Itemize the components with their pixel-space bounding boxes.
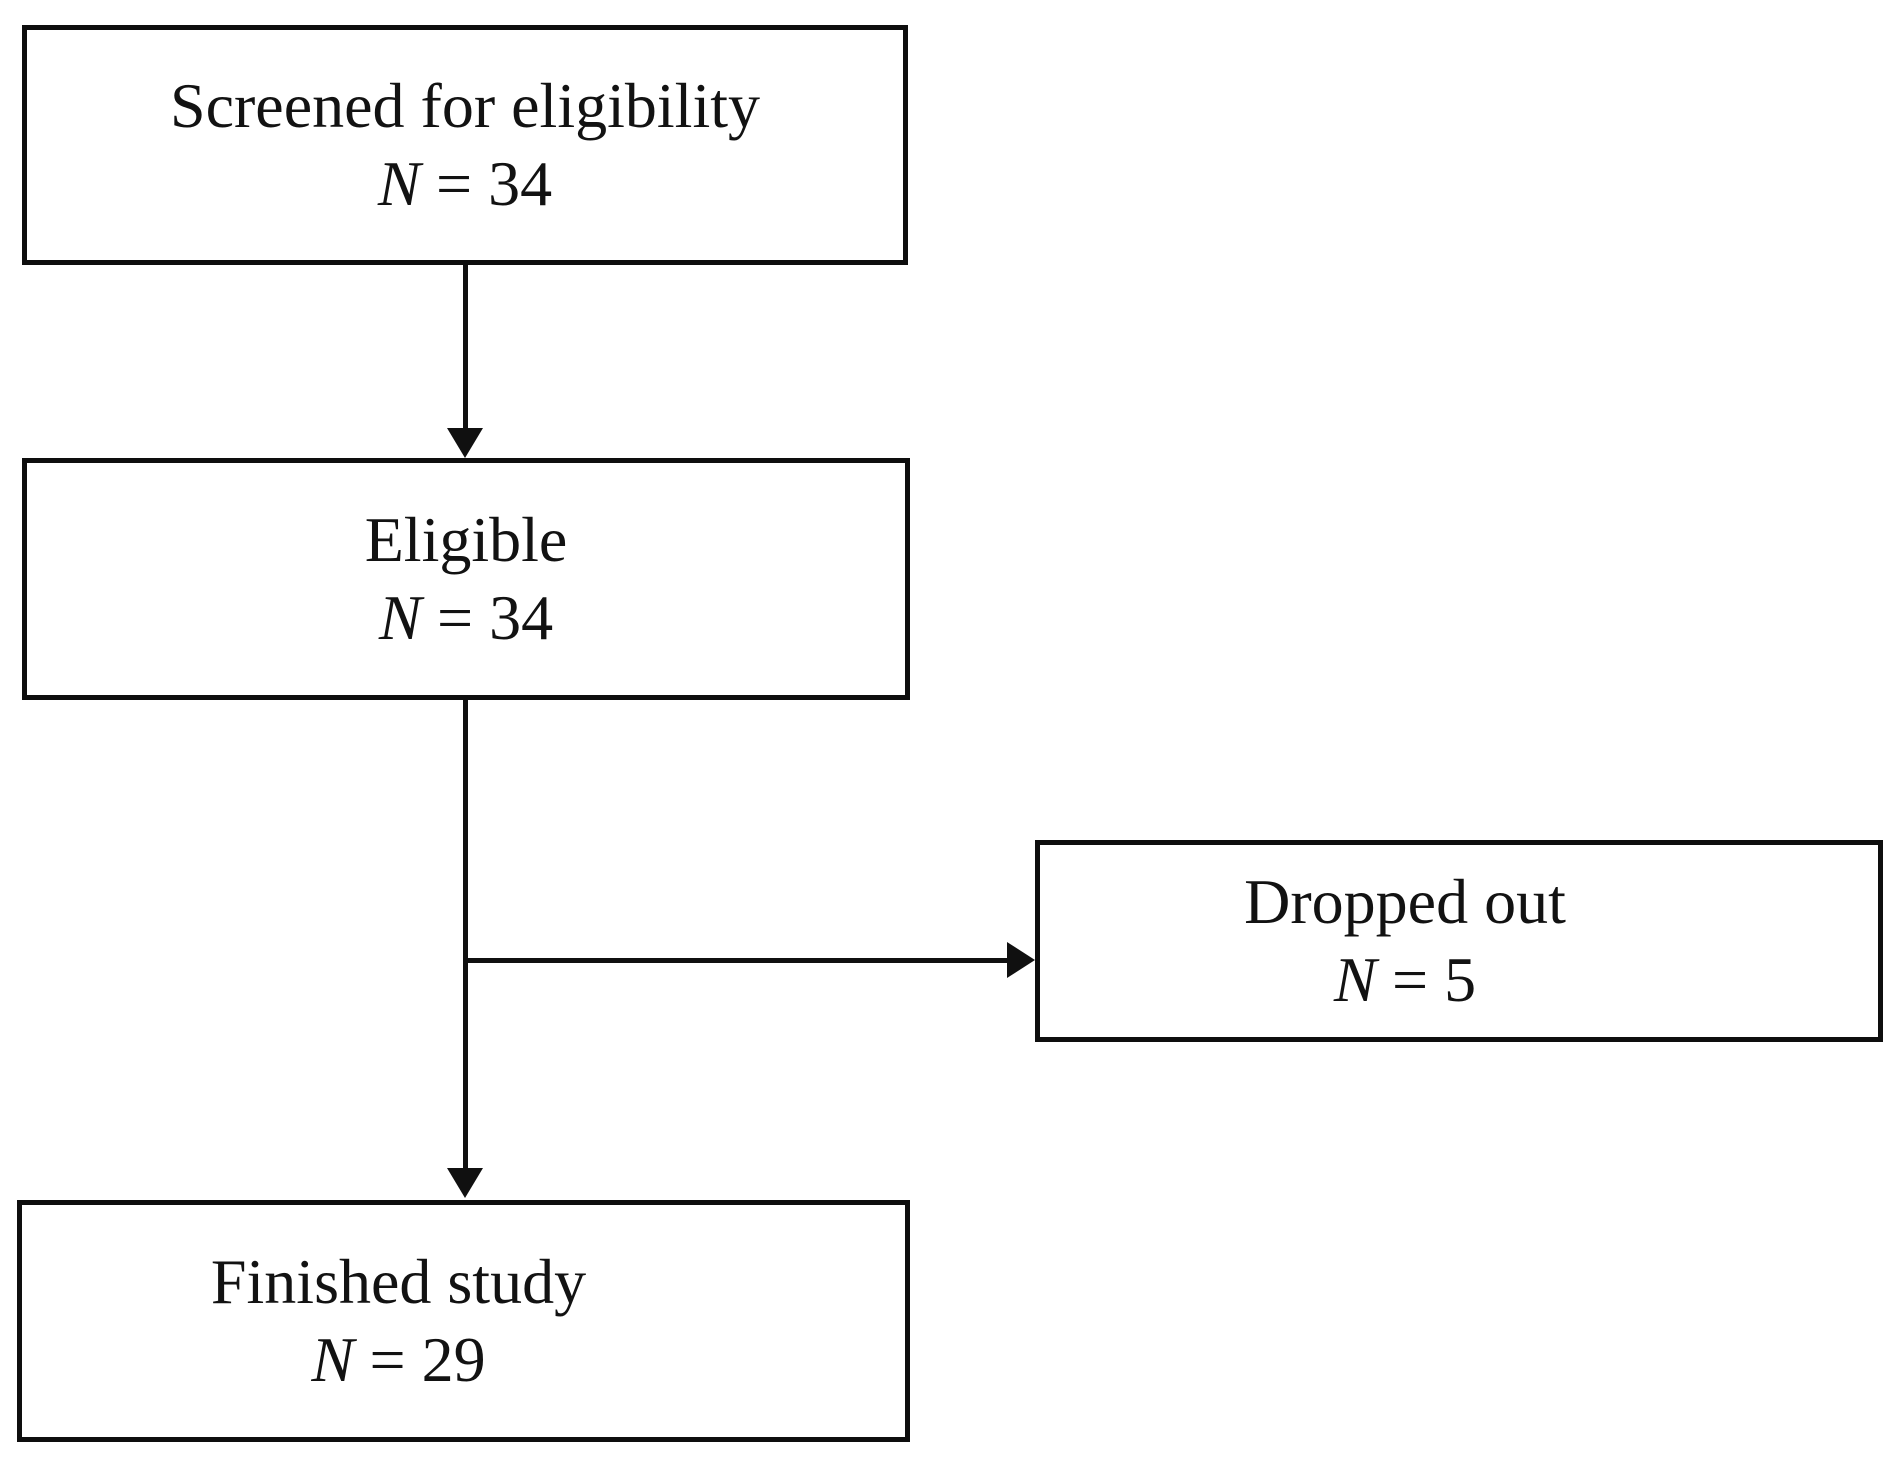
arrow-eligible-to-finished-line [463, 700, 468, 1168]
n-symbol: N [311, 1324, 355, 1395]
box-screened-n: N= 34 [378, 145, 552, 223]
flow-box-screened: Screened for eligibility N= 34 [22, 25, 908, 265]
box-dropped-n: N= 5 [1334, 941, 1476, 1019]
flow-box-finished-study: Finished study N= 29 [17, 1200, 910, 1442]
arrowhead-down-icon [447, 1168, 483, 1198]
n-value: = 29 [369, 1324, 486, 1395]
n-value: = 34 [436, 582, 554, 653]
box-finished-n: N= 29 [311, 1321, 485, 1399]
n-symbol: N [1333, 944, 1377, 1015]
box-finished-label: Finished study [210, 1246, 587, 1317]
flow-box-dropped-out: Dropped out N= 5 [1035, 840, 1883, 1042]
n-value: = 5 [1391, 944, 1477, 1015]
arrowhead-right-icon [1007, 942, 1035, 978]
arrow-screened-to-eligible-line [463, 265, 468, 428]
n-symbol: N [377, 148, 421, 219]
n-symbol: N [378, 582, 422, 653]
arrowhead-down-icon [447, 428, 483, 458]
box-eligible-label: Eligible [364, 504, 568, 575]
n-value: = 34 [435, 148, 553, 219]
box-dropped-label: Dropped out [1244, 866, 1566, 937]
arrow-eligible-to-dropped-line [463, 958, 1007, 963]
box-eligible-n: N= 34 [379, 579, 553, 657]
flow-box-eligible: Eligible N= 34 [22, 458, 910, 700]
box-screened-label: Screened for eligibility [169, 70, 761, 141]
